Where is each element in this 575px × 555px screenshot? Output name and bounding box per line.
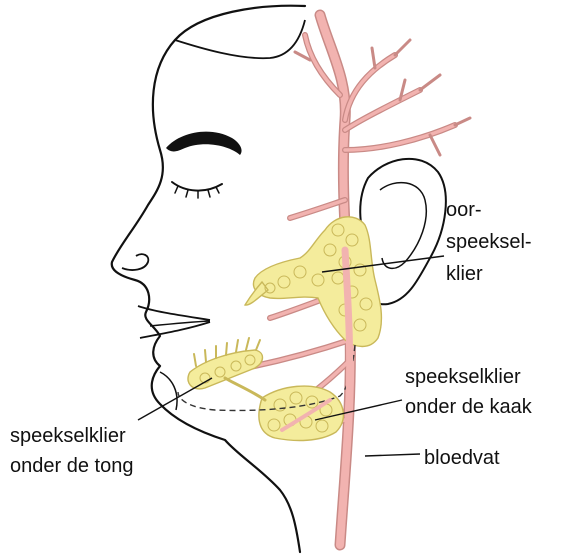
label-submandibular-1: speekselklier xyxy=(405,366,521,388)
eyebrow xyxy=(166,132,242,155)
label-vessel: bloedvat xyxy=(424,447,500,469)
parotid-gland xyxy=(253,217,381,347)
jaw-line xyxy=(160,372,177,410)
eye xyxy=(172,182,222,191)
nostril xyxy=(122,254,148,270)
label-submandibular-2: onder de kaak xyxy=(405,396,533,418)
leader-vessel xyxy=(365,454,420,456)
label-parotid-3: klier xyxy=(446,263,483,285)
label-parotid-1: oor- xyxy=(446,199,482,221)
sublingual-gland xyxy=(188,350,263,389)
label-sublingual-1: speekselklier xyxy=(10,425,126,447)
label-sublingual-2: onder de tong xyxy=(10,455,133,477)
label-parotid-2: speeksel- xyxy=(446,231,532,253)
leader-sublingual xyxy=(138,378,212,420)
submandibular-duct xyxy=(225,378,265,400)
